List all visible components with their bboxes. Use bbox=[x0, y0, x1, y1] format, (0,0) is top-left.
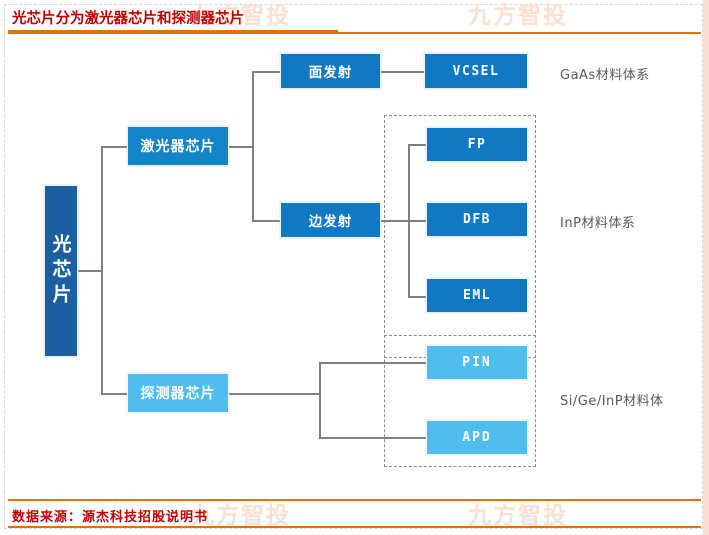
connector-to-edge-emit bbox=[252, 220, 280, 222]
side-label-gaas: GaAs材料体系 bbox=[560, 68, 650, 83]
source-note: 数据来源：源杰科技招股说明书 bbox=[12, 510, 209, 525]
node-fp[interactable]: FP bbox=[426, 127, 528, 162]
watermark-top-right: 九方智投 bbox=[468, 3, 568, 29]
side-label-inp: InP材料体系 bbox=[560, 216, 636, 231]
connector-laser-out bbox=[229, 146, 253, 148]
node-root-optical-chip[interactable]: 光芯片 bbox=[44, 185, 78, 357]
watermark-top-left: 九方智投 bbox=[191, 3, 291, 29]
diagram-canvas: 光芯片 激光器芯片 探测器芯片 面发射 边发射 VCSEL FP DFB EML… bbox=[18, 40, 693, 492]
connector-to-pin bbox=[319, 362, 426, 364]
footer-divider-bottom bbox=[8, 526, 701, 528]
connector-laser-trunk bbox=[252, 71, 254, 221]
page-title: 光芯片分为激光器芯片和探测器芯片 bbox=[12, 11, 244, 27]
connector-surface-to-vcsel bbox=[381, 71, 424, 73]
connector-trunk-main bbox=[101, 146, 103, 394]
right-edge-strip bbox=[703, 0, 709, 535]
connector-to-apd bbox=[319, 437, 426, 439]
node-edge-emitting[interactable]: 边发射 bbox=[280, 202, 381, 238]
title-bar bbox=[8, 6, 338, 32]
node-apd[interactable]: APD bbox=[426, 420, 528, 455]
outer-dashed-frame bbox=[4, 4, 703, 529]
title-divider bbox=[8, 32, 701, 34]
connector-to-surface-emit bbox=[252, 71, 280, 73]
node-surface-emitting[interactable]: 面发射 bbox=[280, 53, 381, 89]
watermark-bottom-left: 九方智投 bbox=[191, 503, 291, 529]
node-laser-chip[interactable]: 激光器芯片 bbox=[127, 126, 229, 166]
node-dfb[interactable]: DFB bbox=[426, 202, 528, 237]
group-box-sigeinp bbox=[384, 335, 536, 467]
connector-detector-out bbox=[229, 393, 320, 395]
watermark-bottom-right: 九方智投 bbox=[468, 503, 568, 529]
side-label-sigeinp: Si/Ge/InP材料体 bbox=[560, 394, 664, 409]
connector-to-detector bbox=[101, 393, 127, 395]
node-eml[interactable]: EML bbox=[426, 278, 528, 313]
node-vcsel[interactable]: VCSEL bbox=[424, 53, 528, 89]
connector-to-dfb bbox=[408, 220, 426, 222]
connector-root-out bbox=[78, 270, 102, 272]
connector-to-laser bbox=[101, 146, 127, 148]
connector-to-eml bbox=[408, 296, 426, 298]
connector-detector-trunk bbox=[319, 362, 321, 438]
node-pin[interactable]: PIN bbox=[426, 345, 528, 380]
footer-divider-top bbox=[8, 499, 701, 501]
connector-to-fp bbox=[408, 144, 426, 146]
node-detector-chip[interactable]: 探测器芯片 bbox=[127, 373, 229, 413]
connector-edge-out bbox=[381, 220, 409, 222]
